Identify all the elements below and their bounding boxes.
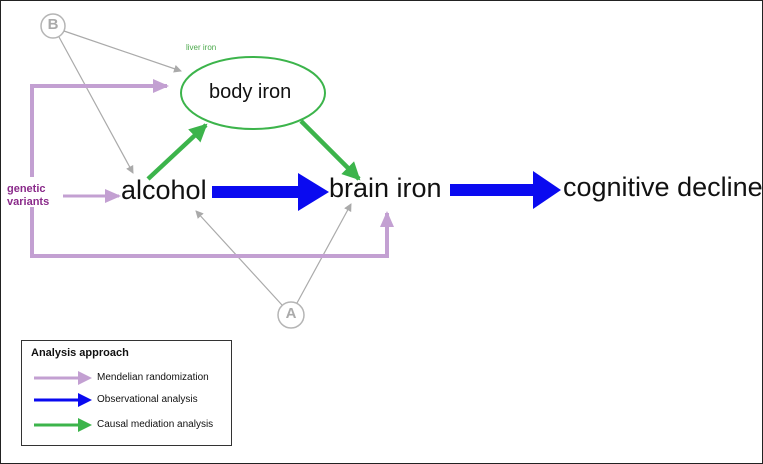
confounder-b-node [40,13,66,39]
observational-arrow-alcohol-to-brain-iron [212,173,329,211]
arrow-b-to-alcohol [58,36,134,174]
genetic-variants-label: genetic variants [7,183,50,208]
legend-box: Analysis approach Mendelian randomizatio… [21,340,232,446]
confounder-b-label: B [47,16,59,33]
body-iron-label: body iron [209,81,292,103]
legend-arrow-mediation [34,418,92,432]
legend-label-observational: Observational analysis [97,394,198,405]
legend-item-mediation: Causal mediation analysis [22,416,232,434]
confounder-a-node [277,301,305,329]
alcohol-label: alcohol [121,175,207,205]
mr-arrow-to-body-iron [30,79,169,177]
legend-arrow-mendelian [34,371,92,385]
confounder-a-label: A [285,305,297,322]
legend-arrow-observational [34,393,92,407]
liver-iron-label: liver iron [186,43,217,52]
arrow-a-to-brain-iron [296,203,352,304]
legend-label-mediation: Causal mediation analysis [97,419,214,430]
observational-arrow-brain-iron-to-cognitive [450,171,561,209]
legend-item-observational: Observational analysis [22,391,232,409]
legend-item-mendelian: Mendelian randomization [22,369,232,387]
mediation-arrow-alcohol-to-body-iron [146,123,208,181]
arrow-b-to-body-iron [63,30,182,73]
brain-iron-label: brain iron [329,173,442,203]
legend-title: Analysis approach [31,347,129,359]
mr-arrow-to-brain-iron [30,207,394,258]
cognitive-decline-label: cognitive decline [563,172,763,202]
mediation-arrow-body-iron-to-brain-iron [299,119,361,181]
legend-label-mendelian: Mendelian randomization [97,372,209,383]
body-iron-node [180,56,326,130]
